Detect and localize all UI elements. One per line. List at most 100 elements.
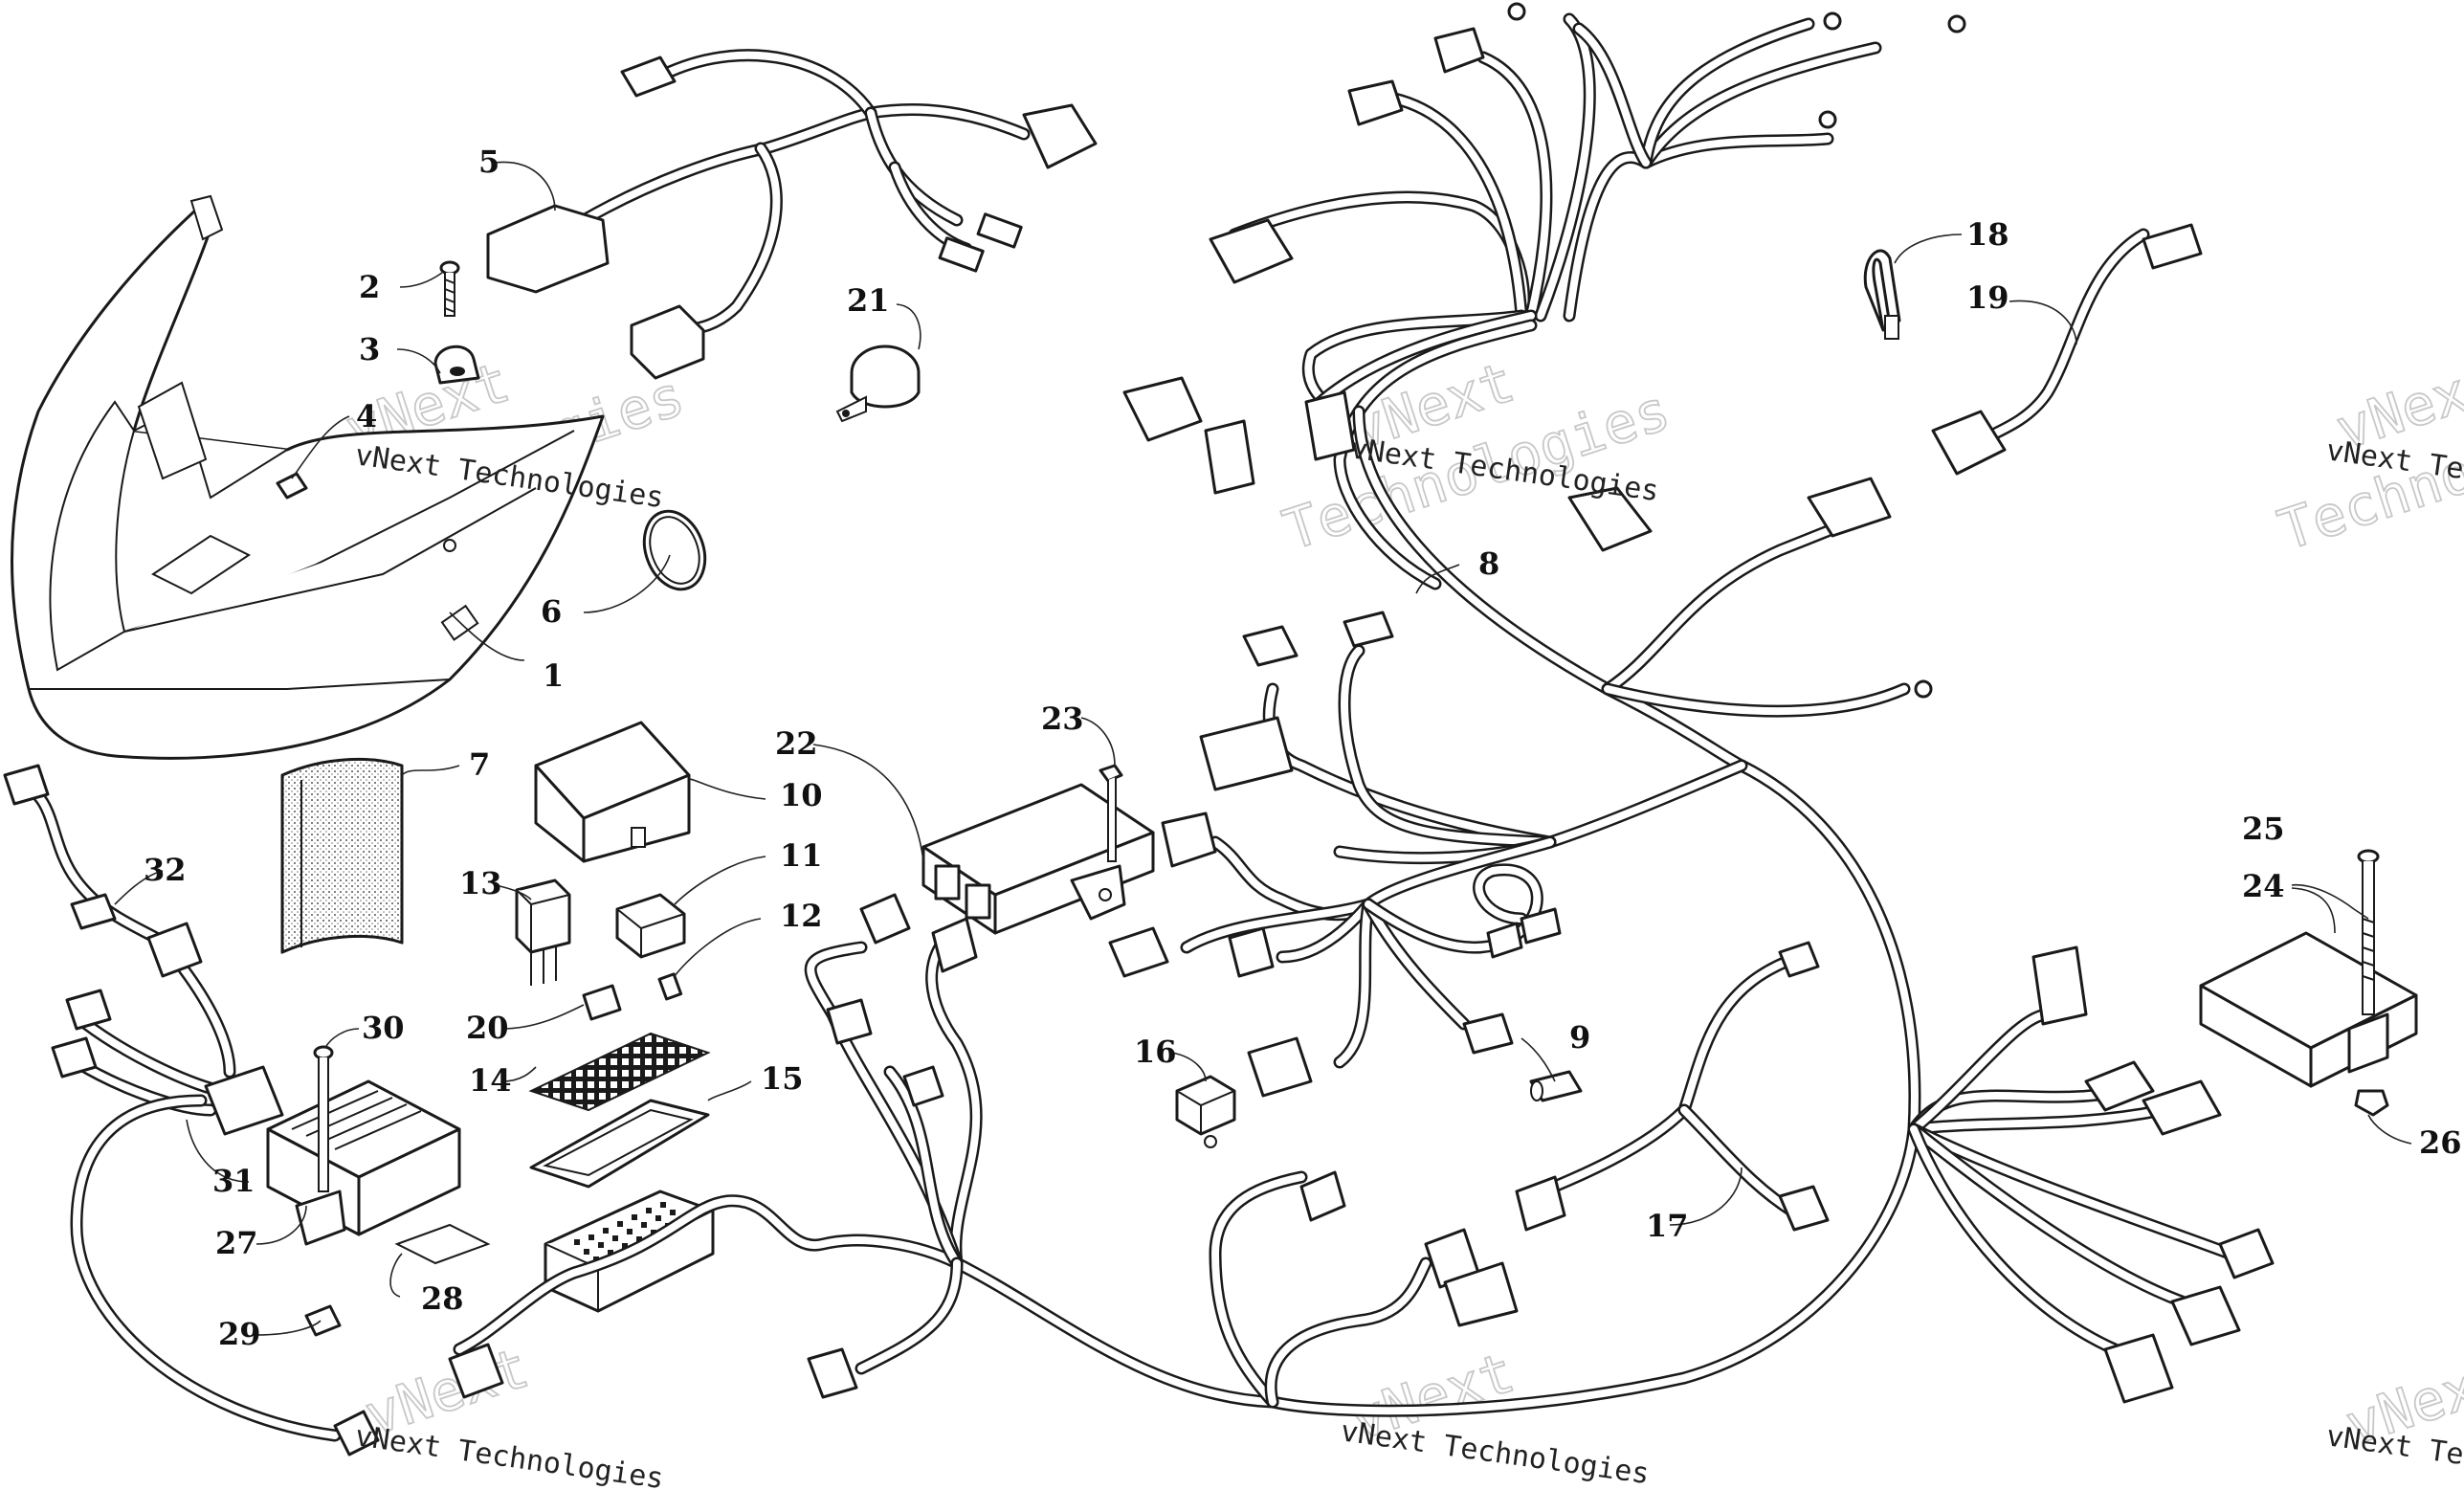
buzzer-21 <box>835 345 921 423</box>
callout-11: 11 <box>780 837 823 874</box>
relay-11 <box>615 893 686 959</box>
callout-28: 28 <box>421 1280 464 1317</box>
callout-5: 5 <box>478 144 499 180</box>
connector-mid-1 <box>1242 625 1299 667</box>
bolt-23 <box>1099 764 1123 862</box>
module-24 <box>2199 931 2418 1088</box>
callout-16: 16 <box>1134 1034 1177 1070</box>
connector-bottom-1 <box>807 1347 858 1399</box>
connector-31-c <box>204 1065 284 1136</box>
sleeve-7 <box>280 757 404 954</box>
connector-16 <box>1175 1075 1236 1148</box>
control-module-27 <box>266 1079 461 1246</box>
connector-bottom-2 <box>448 1343 504 1399</box>
connector-right-1 <box>2031 945 2088 1026</box>
connector-right-4 <box>2218 1228 2275 1279</box>
callout-2: 2 <box>359 269 380 305</box>
connector-bottom-3 <box>333 1410 380 1457</box>
callout-9: 9 <box>1569 1019 1590 1056</box>
callout-6: 6 <box>541 593 562 630</box>
connector-spade-1 <box>976 212 1023 249</box>
gasket-15 <box>529 1099 710 1189</box>
connector-19-top <box>2142 223 2203 270</box>
callout-22: 22 <box>775 725 818 762</box>
callout-8: 8 <box>1478 545 1499 582</box>
connector-right-2 <box>2084 1060 2155 1112</box>
connector-top-center-4 <box>1304 390 1356 461</box>
callout-18: 18 <box>1966 216 2009 253</box>
callout-4: 4 <box>356 398 377 434</box>
connector-right-19b <box>1807 477 1892 538</box>
connector-center-right <box>1567 486 1653 552</box>
fuse-12 <box>657 972 683 1001</box>
callout-15: 15 <box>761 1060 804 1097</box>
cable-tie-6 <box>642 509 707 591</box>
connector-31-a <box>65 989 112 1031</box>
relay-13 <box>515 878 571 986</box>
callout-31: 31 <box>212 1163 255 1199</box>
clamp-3 <box>433 345 480 385</box>
callout-25: 25 <box>2242 811 2285 847</box>
connector-mid-4 <box>1161 812 1217 868</box>
connector-19-bottom <box>1931 410 2007 476</box>
connector-mid-5 <box>1108 926 1169 978</box>
callout-14: 14 <box>469 1062 512 1099</box>
connector-32-c <box>146 922 203 978</box>
callout-26: 26 <box>2419 1124 2462 1161</box>
callout-17: 17 <box>1646 1208 1689 1244</box>
connector-32-a <box>3 764 50 806</box>
connector-right-3 <box>2142 1079 2222 1136</box>
screw-30 <box>313 1045 334 1192</box>
connector-top-center-3 <box>1204 419 1255 495</box>
clip-18 <box>1863 249 1901 340</box>
callout-1: 1 <box>543 657 564 694</box>
connector-ecu-left-3 <box>826 998 873 1045</box>
pad-28 <box>394 1223 491 1265</box>
callout-7: 7 <box>469 746 490 783</box>
connector-17-b <box>1778 941 1820 978</box>
headlight-assembly <box>11 194 605 760</box>
ring-terminal-1 <box>1507 2 1526 21</box>
leader-lines <box>114 161 2412 1336</box>
callout-32: 32 <box>144 852 187 888</box>
callout-30: 30 <box>362 1010 405 1046</box>
callout-27: 27 <box>215 1225 258 1261</box>
callout-24: 24 <box>2242 868 2285 904</box>
connector-31-b <box>51 1036 98 1079</box>
callout-labels: 1 2 3 4 5 6 7 8 9 10 11 12 13 14 15 16 1… <box>144 144 2462 1352</box>
callout-20: 20 <box>466 1010 509 1046</box>
connector-top-left-2 <box>1022 103 1098 169</box>
connector-lower-3 <box>1443 1261 1519 1327</box>
connector-top-center-5 <box>1433 27 1485 74</box>
clip-29 <box>304 1304 342 1337</box>
ring-terminal-5 <box>1914 679 1933 699</box>
connector-32-b <box>70 893 117 930</box>
bolt-25 <box>2357 849 2380 1015</box>
screw-2 <box>439 260 460 317</box>
connector-5 <box>486 204 610 294</box>
connector-mid-10 <box>1486 922 1523 959</box>
connector-9 <box>1529 1070 1583 1102</box>
control-module-22 <box>921 783 1155 935</box>
connector-left-mid <box>630 304 705 380</box>
ring-terminal-2 <box>1823 11 1842 31</box>
connector-right-5 <box>2170 1285 2241 1346</box>
connector-ecu-left-4 <box>902 1065 944 1107</box>
connector-ecu-left-1 <box>859 893 911 945</box>
callout-29: 29 <box>218 1316 261 1352</box>
connector-lower-1 <box>1299 1170 1346 1222</box>
watermark-small-4: vNext Technologies <box>353 1419 666 1490</box>
connector-ecu-left-2 <box>931 917 978 973</box>
connector-17-c <box>1778 1185 1830 1232</box>
callout-19: 19 <box>1966 279 2009 316</box>
callout-12: 12 <box>780 898 823 934</box>
connectors <box>3 2 2275 1457</box>
ring-terminal-3 <box>1947 14 1966 33</box>
connector-mid-7 <box>1247 1036 1313 1098</box>
connector-mid-3 <box>1199 716 1294 791</box>
callout-3: 3 <box>359 331 380 367</box>
callout-10: 10 <box>780 777 823 813</box>
connector-17-a <box>1515 1175 1566 1232</box>
nut-26 <box>2354 1089 2389 1117</box>
